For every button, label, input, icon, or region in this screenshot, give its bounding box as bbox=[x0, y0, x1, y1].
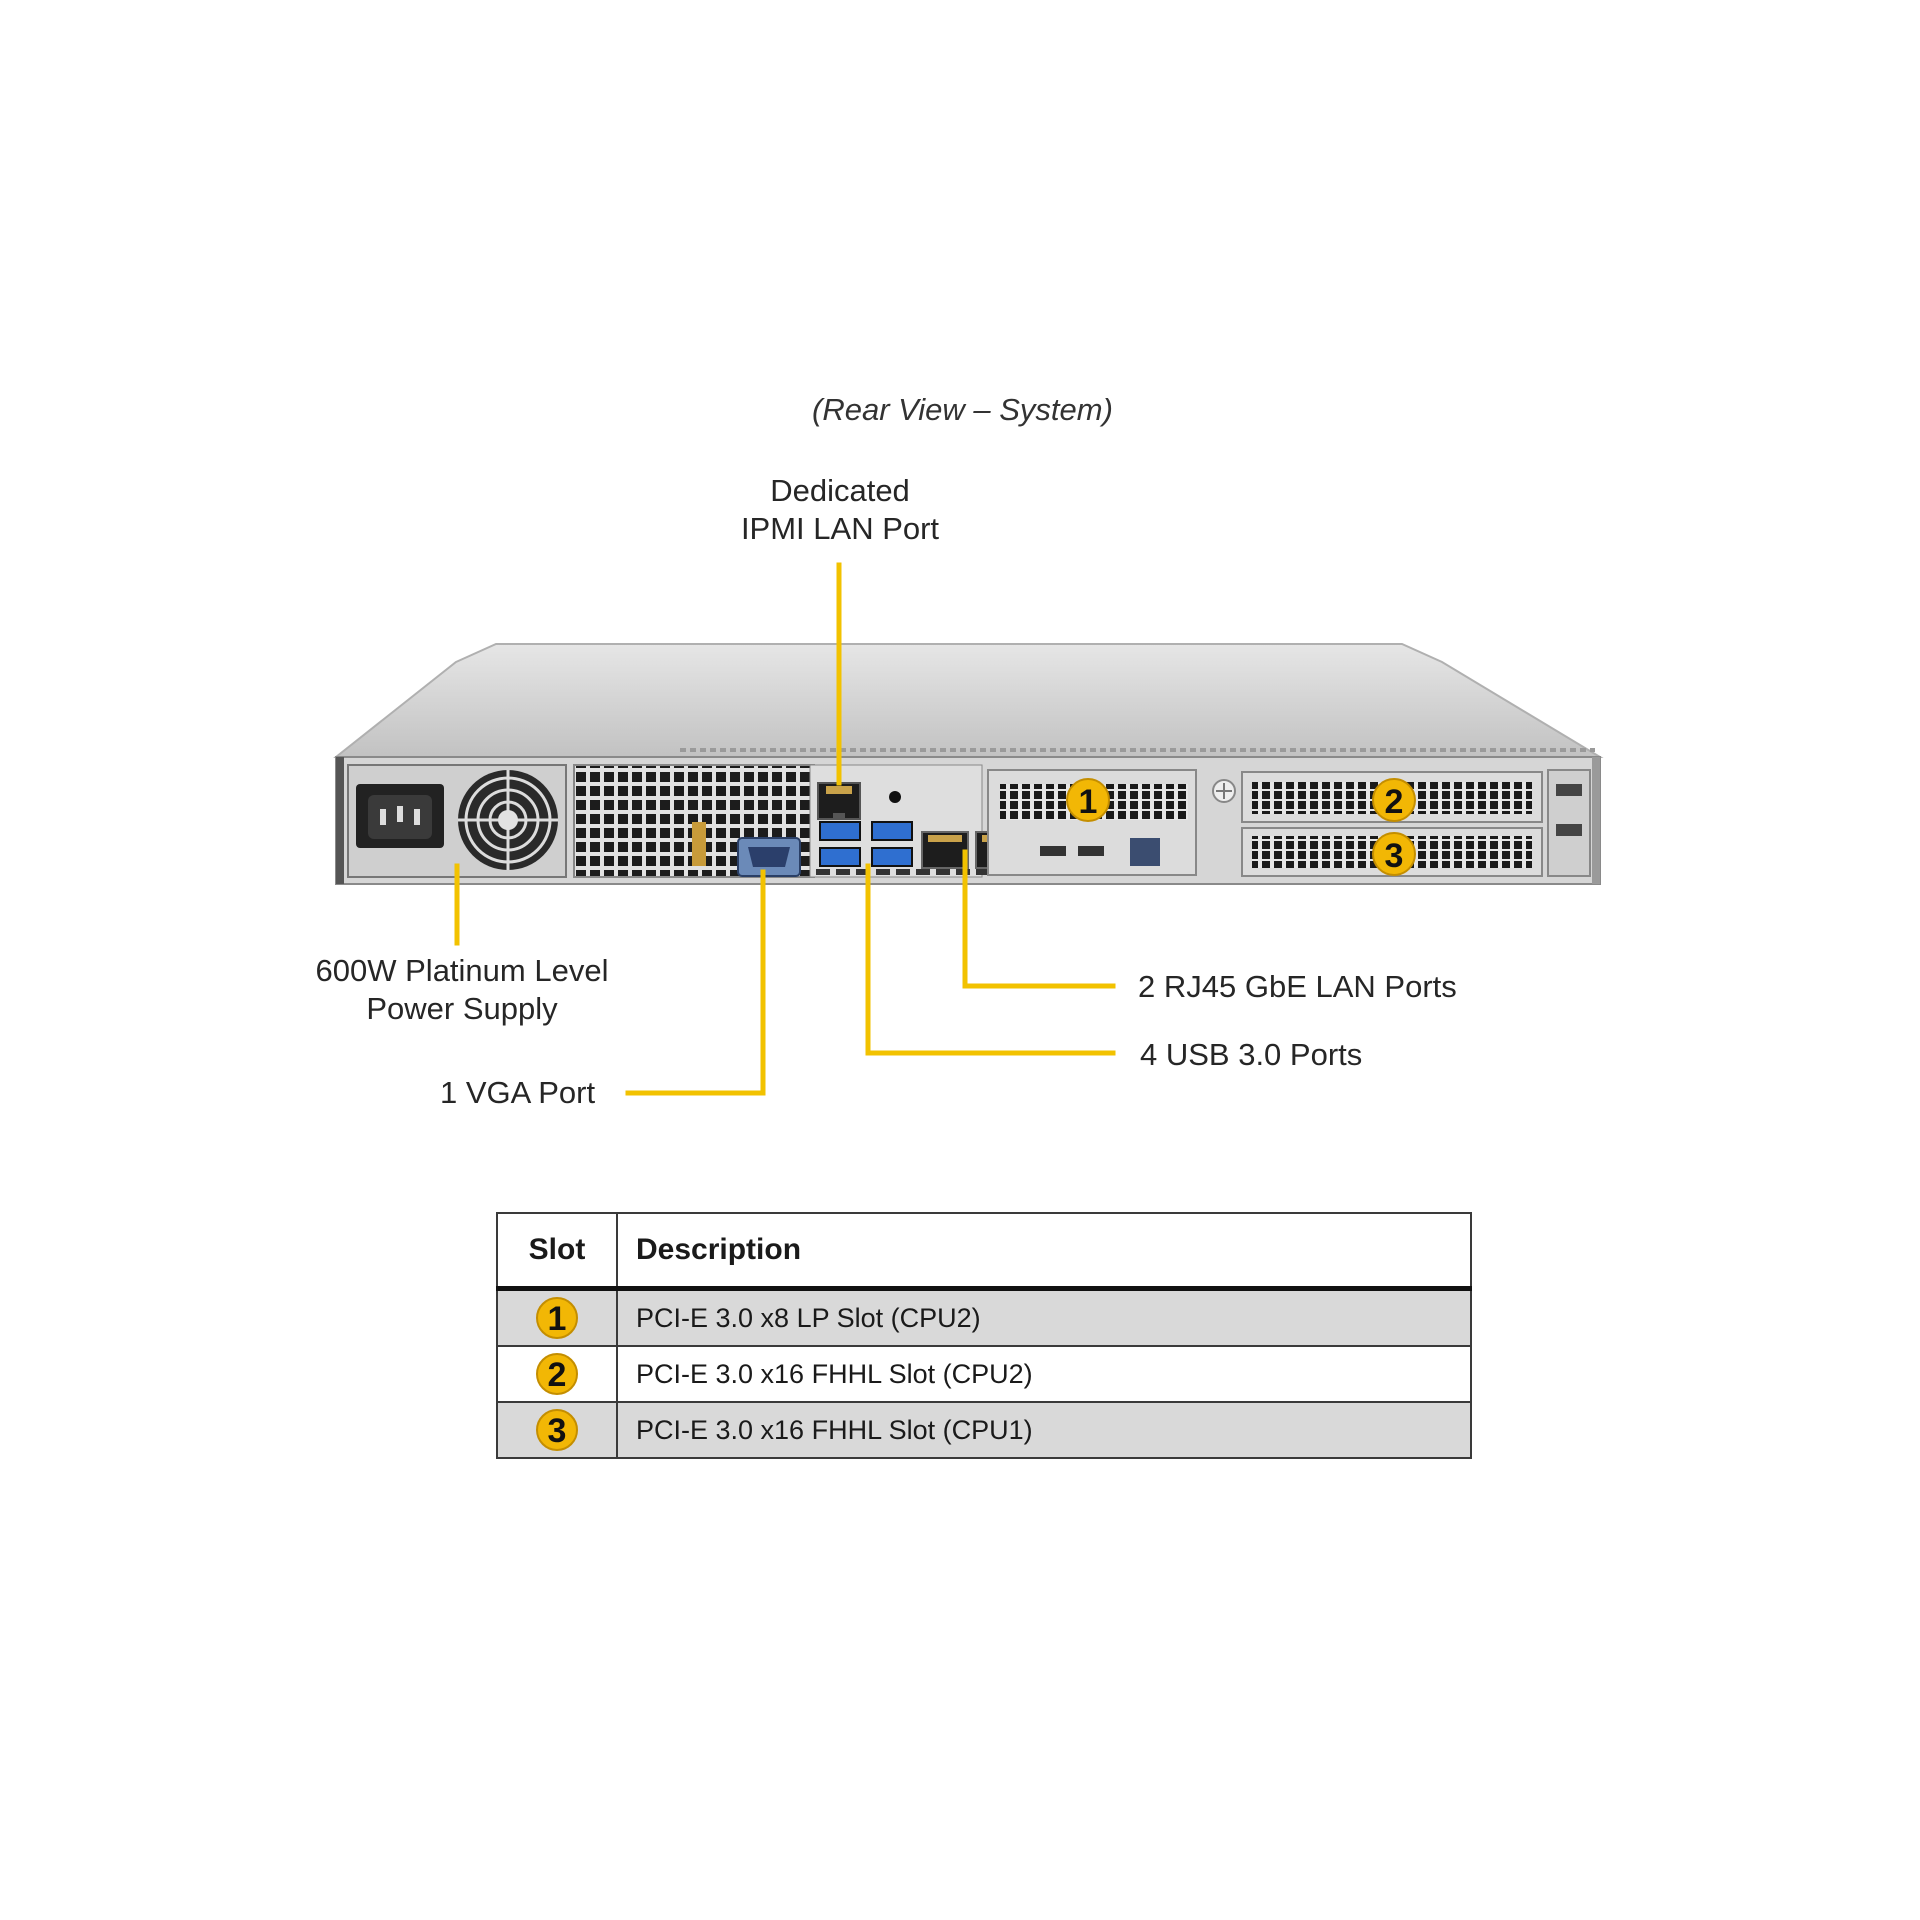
callout-lines bbox=[454, 562, 1116, 1096]
slot-badge: 1 bbox=[536, 1297, 578, 1339]
uid-button-icon bbox=[889, 791, 901, 803]
rj45-callout-line bbox=[962, 849, 1116, 989]
io-area bbox=[573, 764, 1040, 878]
slot-cell: 2 bbox=[496, 1345, 618, 1403]
table-row: 1 PCI-E 3.0 x8 LP Slot (CPU2) bbox=[496, 1287, 1472, 1347]
ipmi-label-line1: Dedicated bbox=[770, 473, 910, 508]
rj45-callout-label: 2 RJ45 GbE LAN Ports bbox=[1138, 969, 1457, 1004]
table-row: 3 PCI-E 3.0 x16 FHHL Slot (CPU1) bbox=[496, 1401, 1472, 1459]
vga-callout-line bbox=[625, 869, 766, 1096]
description-cell: PCI-E 3.0 x16 FHHL Slot (CPU2) bbox=[616, 1345, 1472, 1403]
power-supply-module bbox=[347, 764, 567, 878]
slot-column-header: Slot bbox=[496, 1212, 618, 1291]
slot-table-header: Slot Description bbox=[496, 1212, 1472, 1291]
usb-ports-icon bbox=[819, 821, 913, 867]
chassis-screw-icon bbox=[1212, 779, 1236, 803]
vga-port-icon bbox=[737, 837, 801, 877]
slot-table: Slot Description 1 PCI-E 3.0 x8 LP Slot … bbox=[496, 1212, 1472, 1459]
description-cell: PCI-E 3.0 x16 FHHL Slot (CPU1) bbox=[616, 1401, 1472, 1459]
usb-callout-line bbox=[865, 863, 1116, 1056]
ipmi-lan-port-icon bbox=[817, 782, 861, 820]
description-column-header: Description bbox=[616, 1212, 1472, 1291]
slot-marker-1-text: 1 bbox=[1079, 783, 1098, 821]
usb-callout-label: 4 USB 3.0 Ports bbox=[1140, 1037, 1363, 1072]
diagram-caption: (Rear View – System) bbox=[812, 392, 1113, 427]
slot-marker-3: 3 bbox=[1372, 832, 1416, 876]
psu-fan-icon bbox=[458, 770, 558, 870]
slot-badge: 2 bbox=[536, 1353, 578, 1395]
power-inlet-icon bbox=[356, 784, 444, 848]
slot-badge: 3 bbox=[536, 1409, 578, 1451]
slot-cell: 3 bbox=[496, 1401, 618, 1459]
description-cell: PCI-E 3.0 x8 LP Slot (CPU2) bbox=[616, 1287, 1472, 1347]
slot-marker-3-text: 3 bbox=[1385, 837, 1404, 875]
ipmi-callout-label: Dedicated IPMI LAN Port bbox=[680, 472, 1000, 548]
psu-label-line2: Power Supply bbox=[366, 991, 558, 1026]
psu-callout-label: 600W Platinum Level Power Supply bbox=[282, 952, 642, 1028]
vga-callout-label: 1 VGA Port bbox=[440, 1075, 596, 1110]
slot-cell: 1 bbox=[496, 1287, 618, 1347]
slot-marker-2: 2 bbox=[1372, 778, 1416, 822]
chassis-top bbox=[333, 643, 1604, 758]
slot-marker-1: 1 bbox=[1066, 778, 1110, 822]
table-row: 2 PCI-E 3.0 x16 FHHL Slot (CPU2) bbox=[496, 1345, 1472, 1403]
psu-label-line1: 600W Platinum Level bbox=[315, 953, 609, 988]
ipmi-label-line2: IPMI LAN Port bbox=[740, 511, 940, 546]
right-edge-brackets bbox=[1547, 769, 1591, 877]
slot-marker-2-text: 2 bbox=[1385, 783, 1404, 821]
